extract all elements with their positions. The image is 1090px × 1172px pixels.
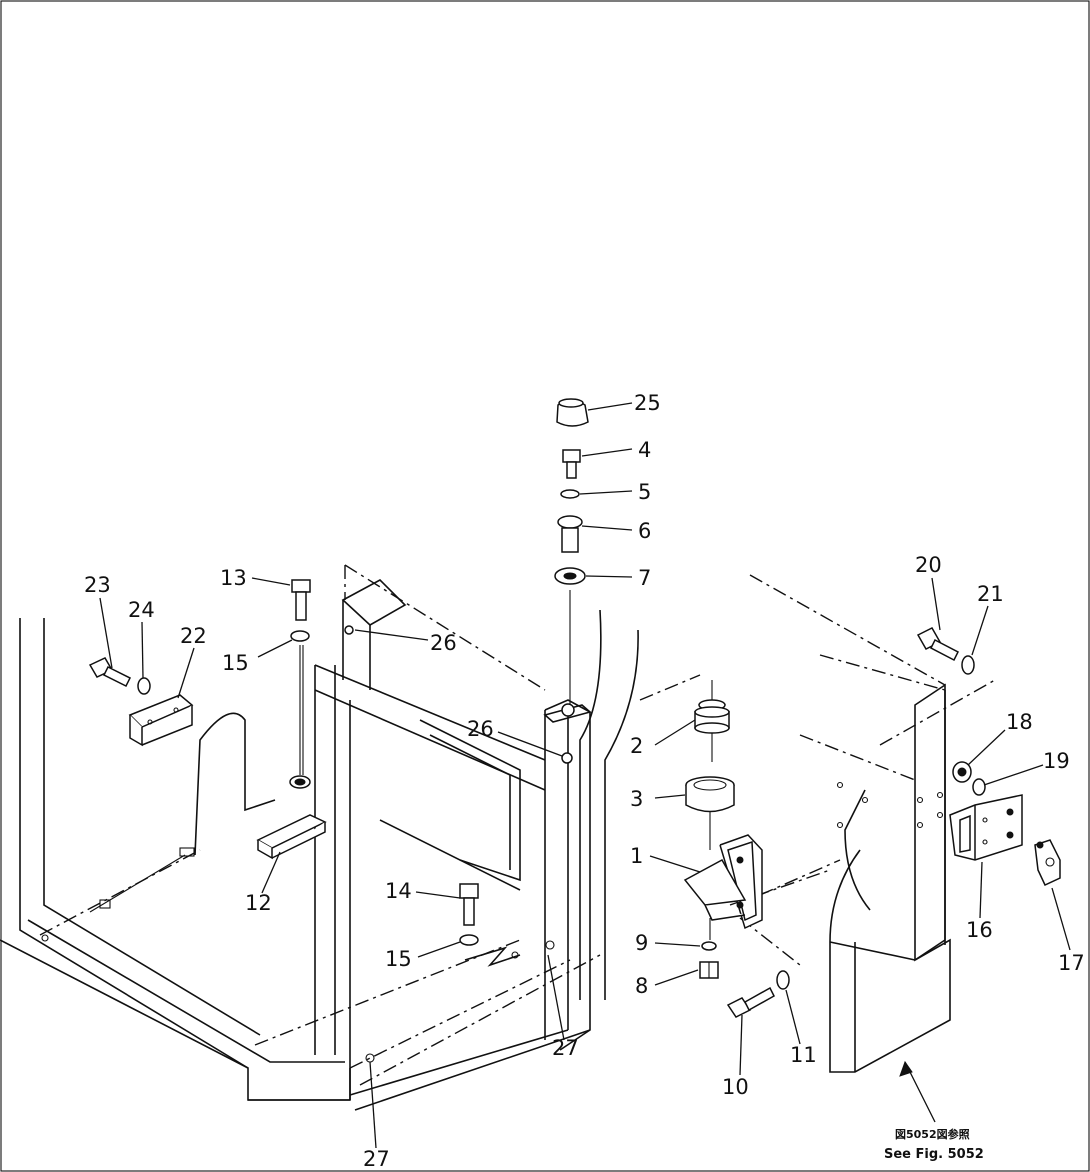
reference-note-english: See Fig. 5052 [884, 1147, 984, 1162]
part-7-nut [554, 567, 586, 585]
callout-23: 23 [84, 573, 111, 597]
part-17-clip [1034, 839, 1061, 886]
callout-1: 1 [630, 844, 643, 868]
part-5-washer [560, 489, 580, 499]
part-26-bolt-lower [561, 752, 573, 764]
callout-2: 2 [630, 734, 643, 758]
part-13-bolt [291, 579, 311, 621]
reference-note-japanese: 図5052図参照 [895, 1127, 970, 1141]
part-20-bolt [916, 627, 960, 662]
callout-17: 17 [1058, 951, 1085, 975]
callout-7: 7 [638, 566, 651, 590]
part-3-ring [685, 776, 735, 813]
callout-5: 5 [638, 480, 651, 504]
callout-10: 10 [722, 1075, 749, 1099]
callout-4: 4 [638, 438, 651, 462]
part-22-bracket [128, 694, 194, 747]
callout-15-upper: 15 [222, 651, 249, 675]
part-10-bolt [726, 986, 775, 1018]
part-12-plate [256, 814, 327, 860]
callout-15-lower: 15 [385, 947, 412, 971]
callout-24: 24 [128, 598, 155, 622]
base-frame [0, 564, 639, 1111]
part-2-rubber-mount [694, 680, 730, 762]
callout-20: 20 [915, 553, 942, 577]
callout-19: 19 [1043, 749, 1070, 773]
callout-9: 9 [635, 931, 648, 955]
callout-3: 3 [630, 787, 643, 811]
callout-27-right: 27 [552, 1036, 579, 1060]
callout-8: 8 [635, 974, 648, 998]
callout-14: 14 [385, 879, 412, 903]
callout-26-upper: 26 [430, 631, 457, 655]
callout-6: 6 [638, 519, 651, 543]
side-panel [639, 574, 996, 1123]
part-24-washer [137, 677, 151, 695]
leader-lines [99, 402, 1071, 1149]
callout-12: 12 [245, 891, 272, 915]
part-25-cap [556, 398, 589, 427]
callout-11: 11 [790, 1043, 817, 1067]
part-1-mount-bracket [683, 834, 763, 930]
part-15-washer-lower [459, 934, 479, 946]
part-11-washer [776, 970, 790, 990]
part-4-bolt [562, 449, 581, 479]
callout-16: 16 [966, 918, 993, 942]
reference-note: 図5052図参照 See Fig. 5052 [884, 1127, 984, 1162]
part-15-washer-upper [290, 630, 310, 642]
part-9-washer [701, 941, 717, 951]
callout-18: 18 [1006, 710, 1033, 734]
callout-22: 22 [180, 624, 207, 648]
part-19-washer [972, 778, 986, 796]
callout-labels: 25 4 5 6 7 13 15 26 23 24 22 26 2 3 1 12… [84, 391, 1085, 1171]
part-18-nut [952, 761, 972, 783]
part-8-nut [699, 961, 719, 979]
part-26-bolt-upper [344, 625, 354, 635]
callout-25: 25 [634, 391, 661, 415]
part-14-bolt [459, 883, 479, 926]
callout-21: 21 [977, 582, 1004, 606]
part-23-bolt [88, 657, 132, 688]
callout-13: 13 [220, 566, 247, 590]
callout-26-lower: 26 [467, 717, 494, 741]
part-6-stud [557, 515, 583, 553]
callout-27-bottom: 27 [363, 1147, 390, 1171]
part-21-washer [961, 655, 975, 675]
part-16-hinge-plate [949, 794, 1023, 861]
